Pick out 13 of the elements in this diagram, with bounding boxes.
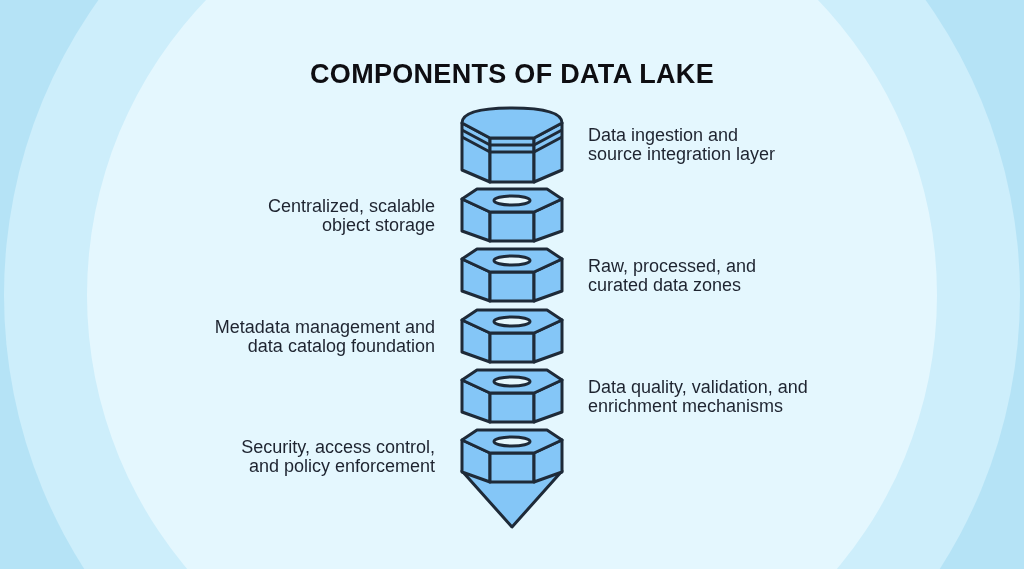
layer-description: Data ingestion and source integration layer	[588, 126, 777, 164]
layer-description: Centralized, scalable object storage	[266, 197, 435, 235]
layer-description: Metadata management and data catalog foundation	[213, 318, 435, 356]
hex-nut-layer	[460, 187, 564, 244]
hex-nut-cone-tip	[460, 428, 564, 529]
diagram-title: COMPONENTS OF DATA LAKE	[310, 58, 714, 90]
hex-nut-layer	[460, 368, 564, 425]
drum-layer	[460, 106, 564, 184]
hex-nut-layer	[460, 247, 564, 304]
hex-nut-layer	[460, 308, 564, 365]
layer-description: Data quality, validation, and enrichment mechanisms	[588, 378, 809, 416]
layer-description: Raw, processed, and curated data zones	[588, 257, 758, 295]
layer-description: Security, access control, and policy enforcement	[240, 438, 435, 476]
